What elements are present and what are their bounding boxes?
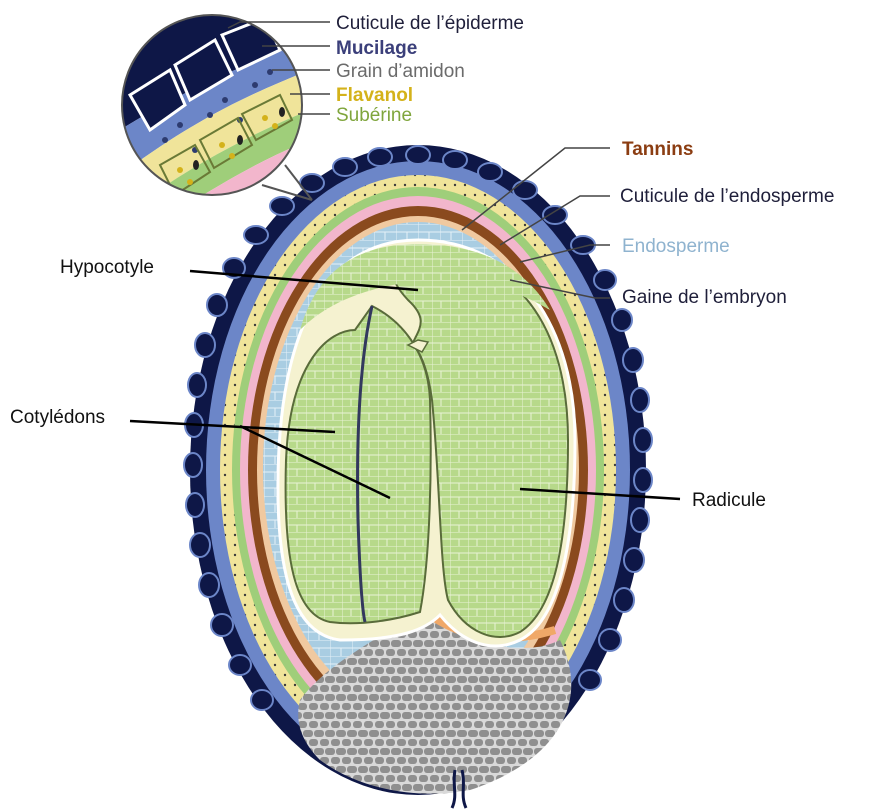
- label-mucilage: Mucilage: [336, 38, 417, 59]
- label-tannins: Tannins: [622, 139, 693, 160]
- label-grain-amidon: Grain d’amidon: [336, 61, 465, 82]
- label-cuticule-endosperme: Cuticule de l’endosperme: [620, 186, 834, 207]
- label-hypocotyle: Hypocotyle: [60, 257, 154, 278]
- label-flavanol: Flavanol: [336, 85, 413, 106]
- label-cuticule-epiderme: Cuticule de l’épiderme: [336, 13, 524, 34]
- zoom-inset: [120, 13, 312, 203]
- label-cotyledons: Cotylédons: [10, 407, 105, 428]
- label-gaine-embryon: Gaine de l’embryon: [622, 287, 787, 308]
- label-radicule: Radicule: [692, 490, 766, 511]
- label-endosperme: Endosperme: [622, 236, 730, 257]
- label-suberine: Subérine: [336, 105, 412, 126]
- seed-body: [184, 145, 652, 808]
